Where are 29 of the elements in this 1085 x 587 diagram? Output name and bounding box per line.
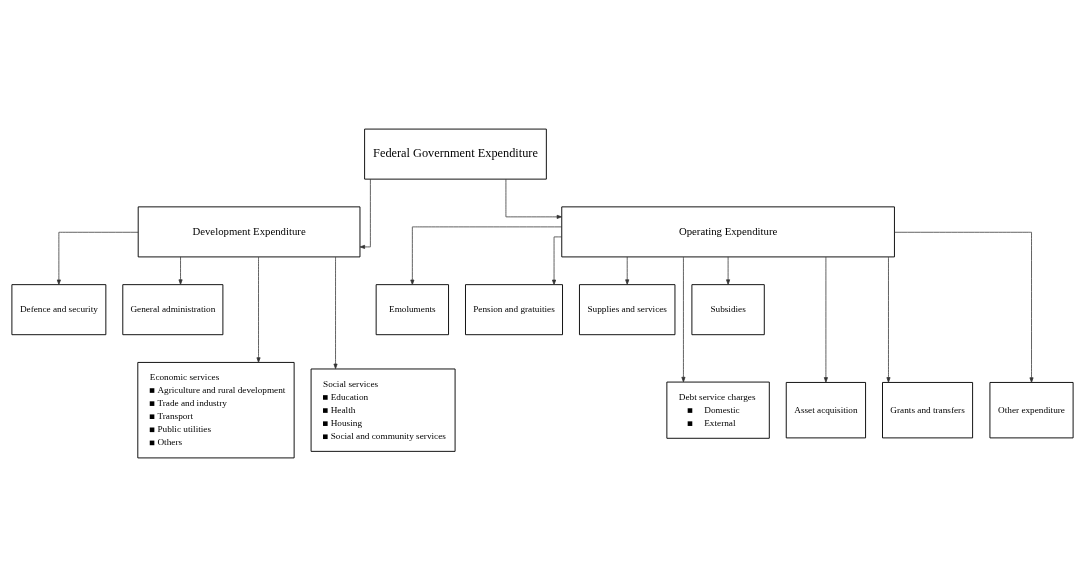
node-box: Subsidies bbox=[691, 284, 765, 336]
node-box: Other expenditure bbox=[989, 382, 1074, 439]
arrow bbox=[552, 236, 562, 285]
node-box: Social services Education Health Housing Social and community services bbox=[310, 368, 456, 452]
node-box: Pension and gratuities bbox=[465, 284, 563, 336]
arrow bbox=[886, 256, 891, 383]
arrow bbox=[681, 256, 686, 383]
node-box: Federal Government Expenditure bbox=[364, 128, 547, 180]
arrow bbox=[410, 226, 563, 285]
arrow bbox=[823, 256, 828, 383]
node-box: Operating Expenditure bbox=[561, 206, 895, 258]
arrow bbox=[726, 256, 731, 285]
arrow bbox=[505, 178, 563, 219]
node-box: Debt service charges Domestic External bbox=[666, 381, 770, 439]
arrow bbox=[894, 231, 1034, 383]
arrow bbox=[56, 231, 139, 285]
node-box: Economic services Agriculture and rural development Trade and industry Transport Public utilities Others bbox=[137, 361, 295, 459]
node-box: Asset acquisition bbox=[785, 382, 866, 439]
node-box: General administration bbox=[122, 284, 224, 336]
arrow bbox=[256, 256, 261, 363]
node-box: Development Expenditure bbox=[137, 206, 361, 258]
arrow bbox=[359, 178, 371, 249]
node-box: Emoluments bbox=[375, 284, 449, 336]
arrow bbox=[625, 256, 630, 285]
node-box: Supplies and services bbox=[579, 284, 676, 336]
node-box: Grants and transfers bbox=[882, 382, 974, 439]
node-box: Defence and security bbox=[11, 284, 107, 336]
arrow bbox=[178, 256, 183, 285]
arrow bbox=[333, 256, 338, 370]
